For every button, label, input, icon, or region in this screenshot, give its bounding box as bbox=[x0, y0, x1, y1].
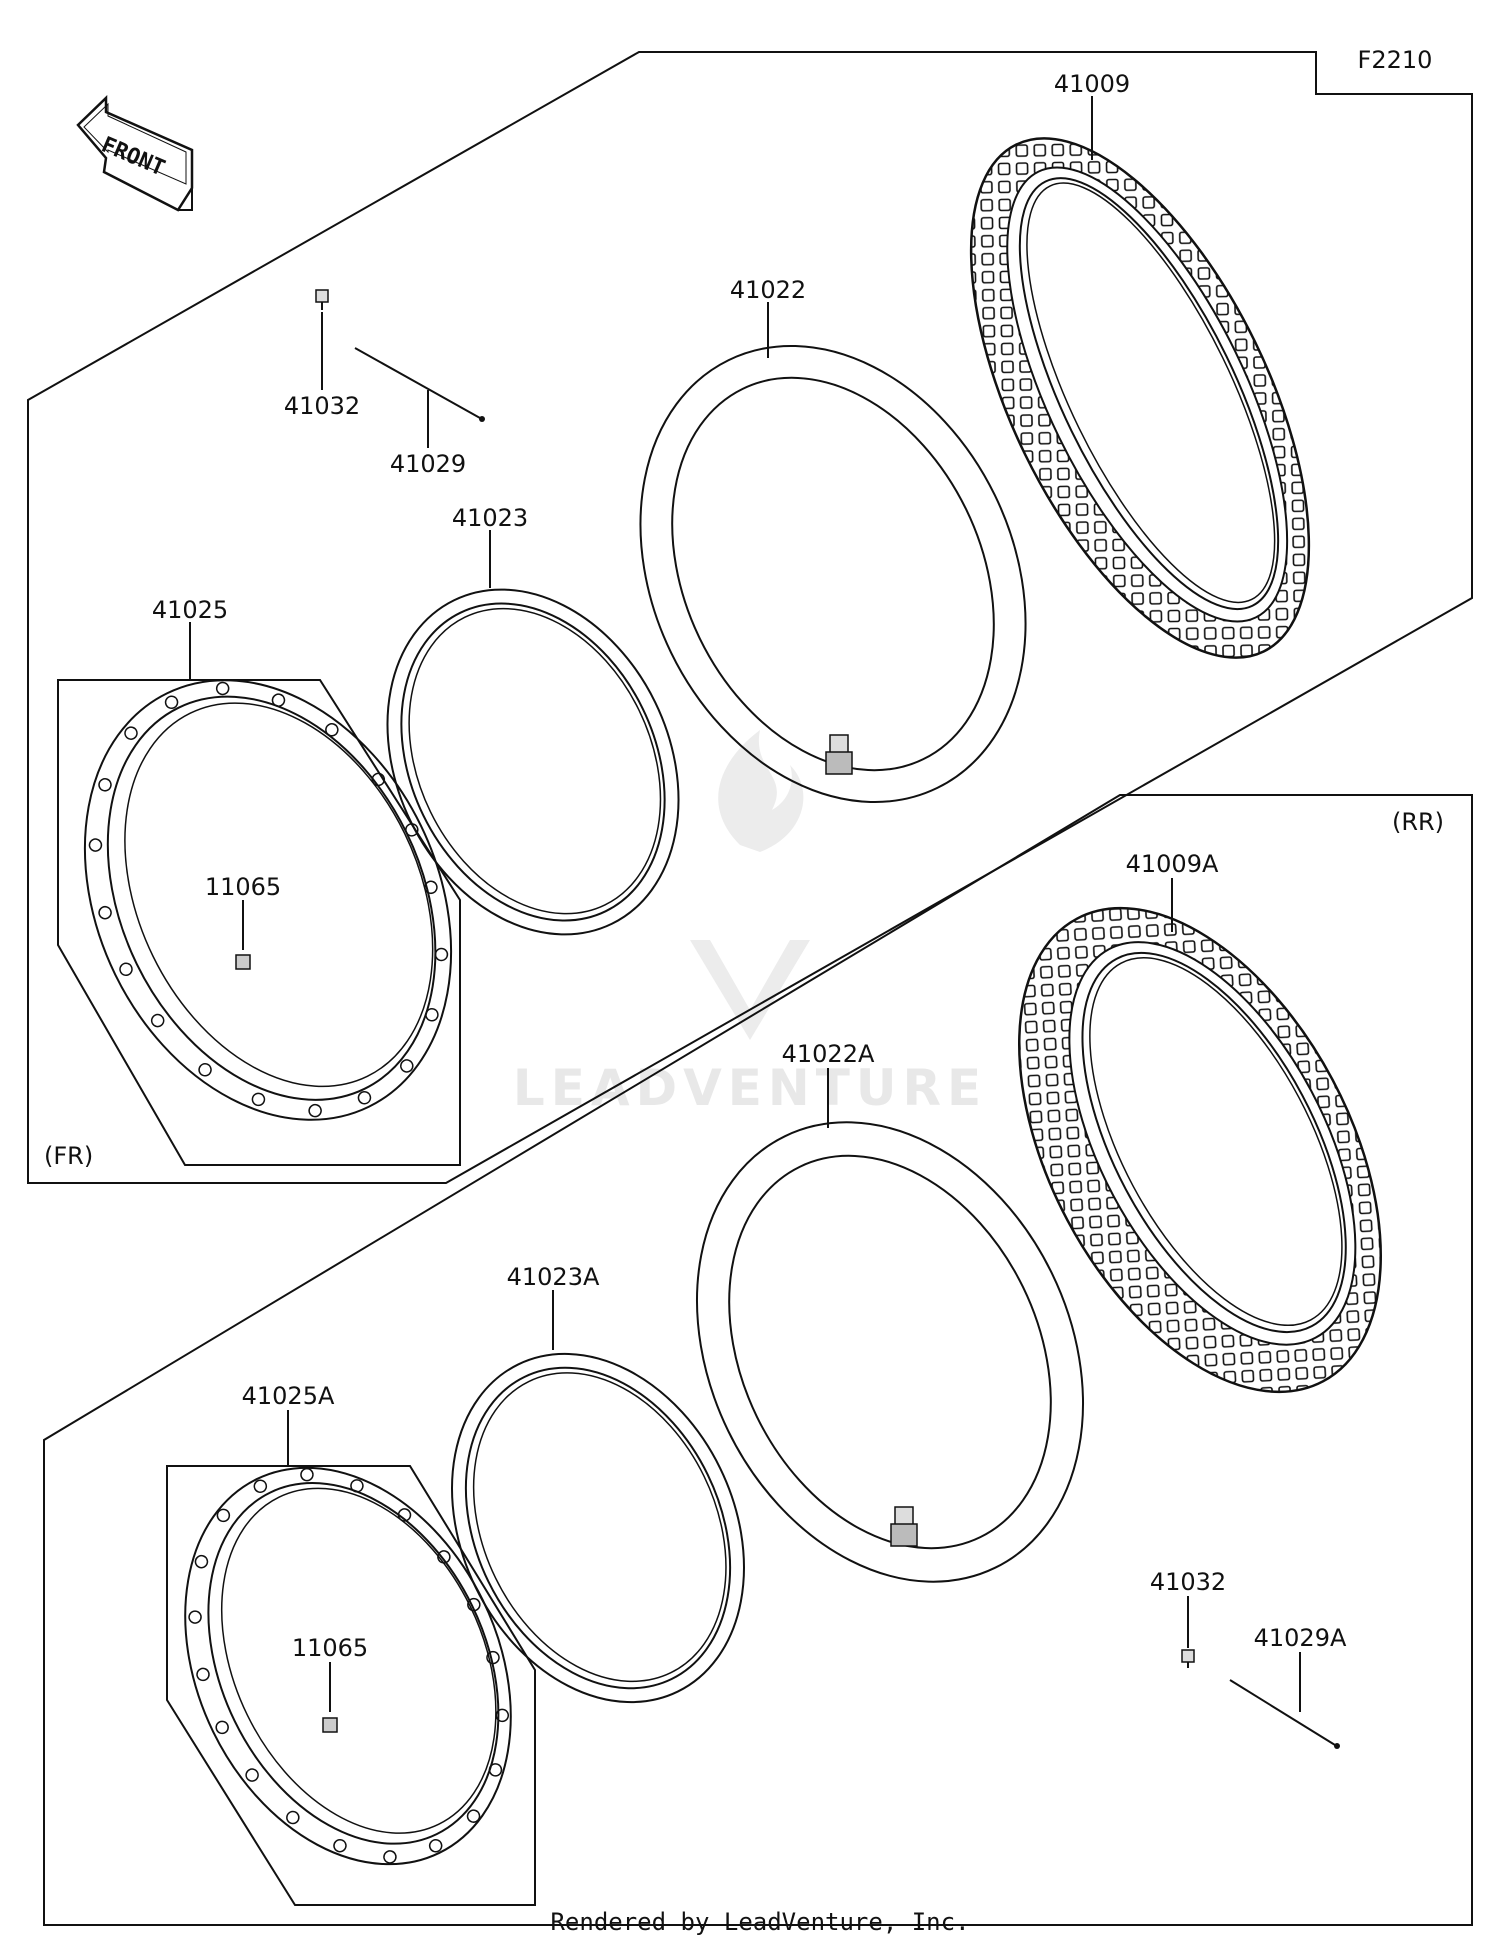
rear-tire bbox=[1018, 906, 1382, 1394]
label-41022: 41022 bbox=[730, 276, 806, 304]
front-arrow-icon: FRONT bbox=[76, 95, 194, 212]
label-11065-front: 11065 bbox=[205, 873, 281, 901]
front-rim-lock bbox=[235, 954, 251, 970]
footer-credit: Rendered by LeadVenture, Inc. bbox=[550, 1908, 969, 1936]
label-41032-front: 41032 bbox=[284, 392, 360, 420]
label-41023A: 41023A bbox=[507, 1263, 600, 1291]
watermark-text: LEADVENTURE bbox=[513, 1059, 987, 1117]
front-tire bbox=[969, 137, 1311, 659]
label-41029A: 41029A bbox=[1254, 1624, 1347, 1652]
front-spoke-nipple bbox=[315, 289, 329, 310]
label-41025: 41025 bbox=[152, 596, 228, 624]
front-spoke bbox=[354, 347, 485, 422]
label-41009: 41009 bbox=[1054, 70, 1130, 98]
rear-tube bbox=[696, 1121, 1084, 1583]
front-rim bbox=[83, 679, 453, 1121]
label-41023: 41023 bbox=[452, 504, 528, 532]
label-41029: 41029 bbox=[390, 450, 466, 478]
rear-group-tag: (RR) bbox=[1392, 808, 1444, 836]
watermark: LEADVENTURE bbox=[513, 730, 987, 1117]
front-group-frame bbox=[27, 51, 1473, 1184]
label-41009A: 41009A bbox=[1126, 850, 1219, 878]
rear-spoke-nipple bbox=[1181, 1649, 1195, 1668]
rear-rim-box bbox=[166, 1465, 536, 1906]
label-11065-rear: 11065 bbox=[292, 1634, 368, 1662]
front-valve-stem bbox=[825, 734, 853, 775]
rear-rim bbox=[184, 1466, 512, 1866]
front-rim-box bbox=[57, 679, 461, 1166]
rear-spoke bbox=[1229, 1679, 1340, 1749]
front-group-tag: (FR) bbox=[44, 1142, 93, 1170]
label-41025A: 41025A bbox=[242, 1382, 335, 1410]
front-rim-band bbox=[386, 588, 680, 936]
figure-code-box: F2210 bbox=[1315, 46, 1472, 95]
front-tube bbox=[639, 344, 1027, 804]
rear-group-frame bbox=[43, 794, 1473, 1926]
rear-valve-stem bbox=[890, 1506, 918, 1547]
label-41032-rear: 41032 bbox=[1150, 1568, 1226, 1596]
rear-rim-lock bbox=[322, 1717, 338, 1733]
figure-code: F2210 bbox=[1358, 46, 1433, 74]
label-41022A: 41022A bbox=[782, 1040, 875, 1068]
